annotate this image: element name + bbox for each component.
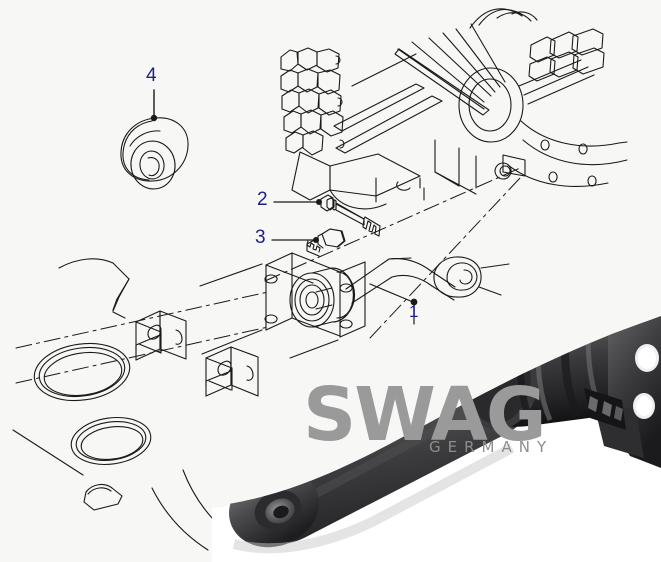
steel-bracket xyxy=(584,316,661,468)
long-flange-bolt xyxy=(320,194,381,237)
mounting-bracket-rear xyxy=(205,346,259,397)
callout-2-label: 2 xyxy=(257,189,268,210)
callout-4-label: 4 xyxy=(146,65,157,86)
torque-rod-with-bracket xyxy=(264,252,510,338)
callout-1-leader xyxy=(369,283,418,325)
callout-4-leader xyxy=(150,89,158,122)
short-flange-bolt xyxy=(306,228,346,257)
chassis-rail-left xyxy=(12,258,230,551)
engine-transmission-assembly xyxy=(280,8,628,210)
callout-3-label: 3 xyxy=(255,227,266,248)
product-photograph xyxy=(212,300,661,562)
callout-2-leader xyxy=(273,199,322,205)
callout-1-label: 1 xyxy=(409,302,419,321)
product-photo-render xyxy=(212,316,661,562)
mounting-bracket-front xyxy=(135,310,187,361)
callout-3-leader xyxy=(271,237,319,243)
rubber-bushing-damper xyxy=(120,117,189,190)
